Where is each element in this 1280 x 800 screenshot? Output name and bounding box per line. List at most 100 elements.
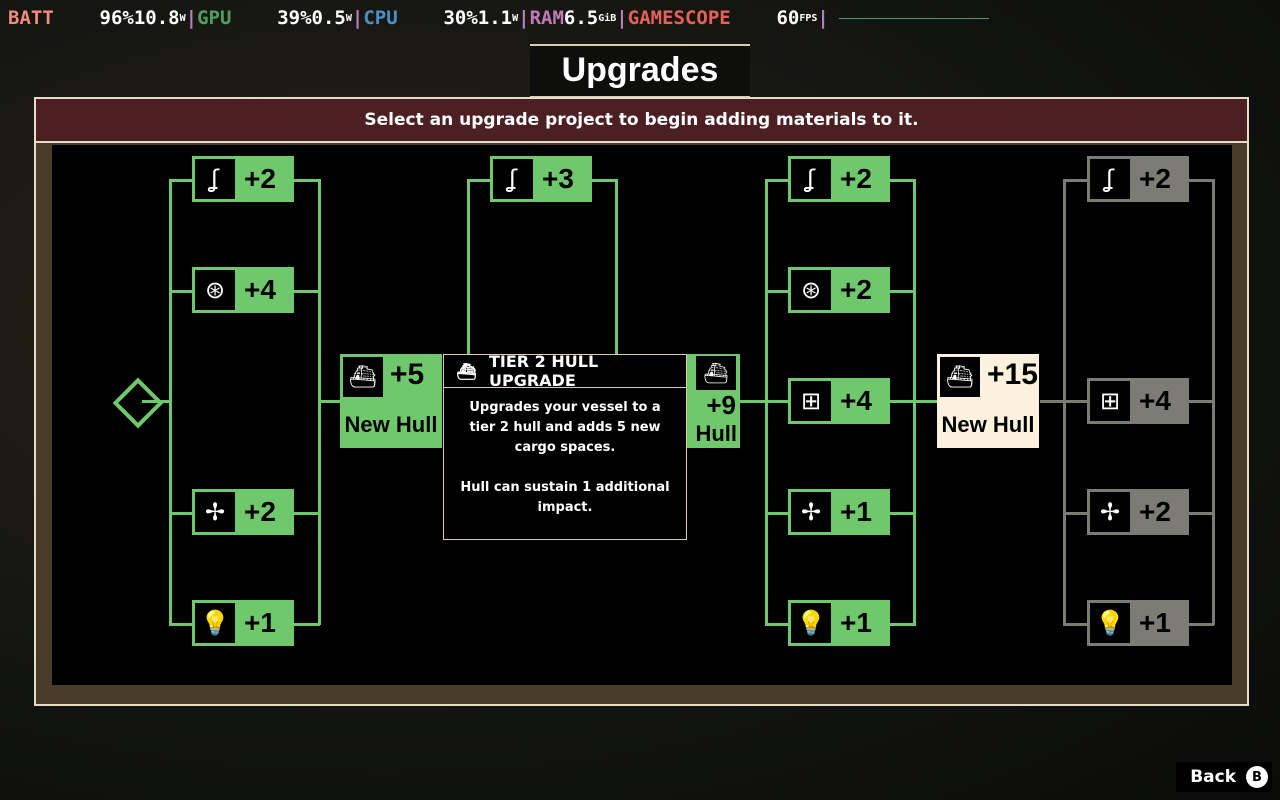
upgrade-node-light[interactable]: 💡 +1 (1087, 600, 1189, 646)
batt-w: 10.8 (133, 7, 180, 29)
unit: W (345, 12, 352, 24)
fishing-hook-icon: ʆ (195, 159, 235, 199)
back-label: Back (1190, 767, 1236, 787)
connector-line (890, 400, 916, 403)
upgrade-node-fishing-hook[interactable]: ʆ+3 (490, 156, 592, 202)
node-value: +2 (1139, 496, 1171, 527)
unit: W (179, 12, 186, 24)
ram-label: RAM (529, 7, 564, 29)
batt-pct: 96% (99, 7, 134, 29)
page-title: Upgrades (530, 44, 750, 98)
connector-line (1189, 623, 1214, 626)
connector-line (1040, 400, 1064, 403)
connector-line (1189, 400, 1214, 403)
upgrade-node-fishing-hook[interactable]: ʆ +2 (192, 156, 294, 202)
connector-line (169, 512, 193, 515)
ship-icon: ⛴ (456, 361, 477, 381)
instruction-banner: Select an upgrade project to begin addin… (36, 99, 1247, 143)
connector-line (169, 290, 193, 293)
upgrade-node-engine[interactable]: ✢ +2 (1087, 489, 1189, 535)
engine-icon: ✢ (1090, 492, 1130, 532)
ship-icon: ⛴ (343, 357, 383, 397)
cpu-pct: 30% (443, 7, 478, 29)
tooltip-desc: Upgrades your vessel to a tier 2 hull an… (469, 400, 661, 455)
connector-line (1189, 512, 1214, 515)
node-value: +1 (244, 607, 276, 638)
node-value: +2 (1139, 163, 1171, 194)
engine-icon: ✢ (195, 492, 235, 532)
upgrade-node-net[interactable]: ⊛ +2 (788, 267, 890, 313)
connector-line (765, 290, 789, 293)
node-value: +4 (244, 274, 276, 305)
connector-line (740, 400, 766, 403)
upgrade-node-fishing-hook[interactable]: ʆ+2 (1087, 156, 1189, 202)
hull-value: +15 (987, 358, 1038, 391)
connector-line (318, 400, 340, 403)
upgrade-node-storage[interactable]: ⊞+4 (1087, 378, 1189, 424)
tooltip-desc2: Hull can sustain 1 additional impact. (460, 480, 670, 515)
gpu-label: GPU (197, 7, 232, 29)
node-value: +2 (840, 274, 872, 305)
connector-line (169, 623, 193, 626)
upgrade-node-light[interactable]: 💡+1 (788, 600, 890, 646)
upgrade-node-net[interactable]: ⊛ +4 (192, 267, 294, 313)
storage-icon: ⊞ (791, 381, 831, 421)
connector-line (1063, 623, 1087, 626)
connector-line (294, 179, 320, 182)
connector-line (890, 512, 916, 515)
ram-val: 6.5 (563, 7, 599, 29)
engine-icon: ✢ (791, 492, 831, 532)
connector-line (1189, 179, 1214, 182)
upgrade-node-light[interactable]: 💡 +1 (192, 600, 294, 646)
connector-line (890, 179, 916, 182)
connector-line (615, 179, 618, 359)
fps: 60 (776, 7, 800, 29)
hull-value: +5 (390, 358, 425, 391)
node-value: +1 (1139, 607, 1171, 638)
hull-name: Hull (695, 421, 737, 446)
sep: | (817, 7, 829, 29)
connector-line (467, 179, 491, 182)
light-icon: 💡 (1090, 603, 1130, 643)
gpu-pct: 39% (277, 7, 312, 29)
tooltip: ⛴TIER 2 HULL UPGRADE Upgrades your vesse… (443, 352, 687, 540)
cpu-label: CPU (363, 7, 398, 29)
connector-line (294, 623, 320, 626)
fishing-hook-icon: ʆ (493, 159, 533, 199)
connector-line (294, 290, 320, 293)
sep: | (185, 7, 198, 29)
net-icon: ⊛ (791, 270, 831, 310)
ship-icon: ⛴ (696, 356, 736, 390)
connector-line (890, 290, 916, 293)
gamescope-label: GAMESCOPE (627, 7, 731, 29)
fishing-hook-icon: ʆ (791, 159, 831, 199)
node-value: +2 (244, 163, 276, 194)
net-icon: ⊛ (195, 270, 235, 310)
upgrade-node-storage[interactable]: ⊞ +4 (788, 378, 890, 424)
node-value: +2 (244, 496, 276, 527)
connector-line (913, 400, 938, 403)
node-value: +4 (840, 385, 872, 416)
batt-label: BATT (8, 7, 54, 29)
storage-icon: ⊞ (1090, 381, 1130, 421)
upgrade-node-fishing-hook[interactable]: ʆ+2 (788, 156, 890, 202)
connector-line (765, 623, 789, 626)
hull-name: New Hull (344, 412, 438, 437)
node-value: +1 (840, 607, 872, 638)
unit: GiB (598, 12, 617, 24)
connector-line (142, 400, 170, 403)
connector-line (890, 623, 916, 626)
connector-line (765, 179, 789, 182)
sep: | (351, 7, 364, 29)
connector-line (765, 512, 789, 515)
connector-line (467, 179, 470, 359)
light-icon: 💡 (195, 603, 235, 643)
connector-line (765, 400, 789, 403)
upgrade-node-engine[interactable]: ✢ +2 (192, 489, 294, 535)
upgrade-node-engine[interactable]: ✢+1 (788, 489, 890, 535)
fps-graph (838, 17, 989, 19)
sep: | (518, 7, 530, 29)
